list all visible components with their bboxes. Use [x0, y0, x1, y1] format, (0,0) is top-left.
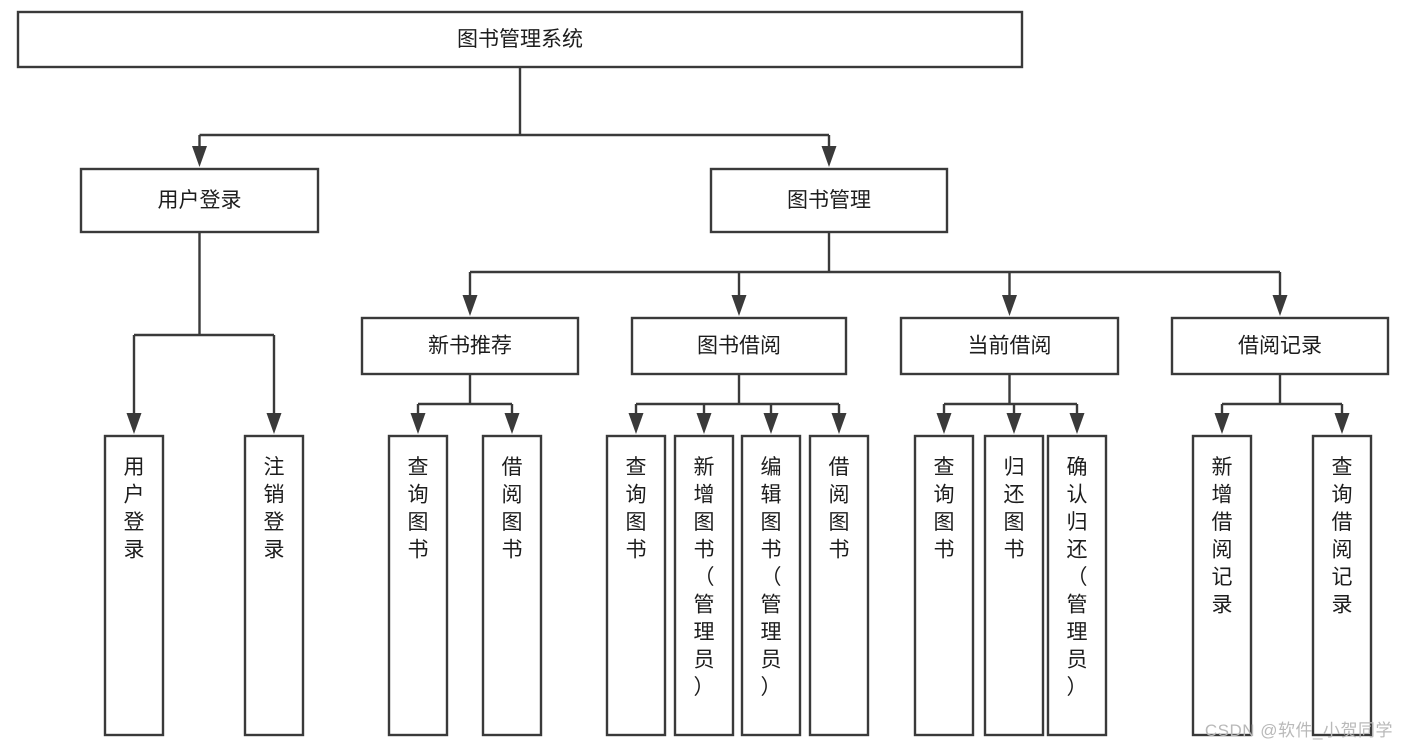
node-leaf-query-book-current[interactable]: 查询图书 [913, 434, 975, 737]
node-box-leaf-query-book-borrow [605, 434, 667, 737]
node-label-leaf-borrow-book: 借阅图书 [829, 456, 850, 562]
arrow-head-icon [763, 413, 779, 434]
node-label-leaf-logout: 注销登录 [264, 456, 285, 562]
node-label-leaf-edit-book: 编辑图书（管理员） [761, 456, 782, 699]
arrow-head-icon [266, 413, 282, 434]
node-label-leaf-add-book: 新增图书（管理员） [694, 456, 715, 699]
node-leaf-return-book[interactable]: 归还图书 [983, 434, 1045, 737]
arrow-head-icon [696, 413, 712, 434]
arrow-head-icon [126, 413, 142, 434]
node-leaf-borrow-book[interactable]: 借阅图书 [808, 434, 870, 737]
node-label-leaf-query-book-recommend: 查询图书 [408, 456, 429, 562]
node-box-leaf-add-borrow-record [1191, 434, 1253, 737]
node-label-borrow-record: 借阅记录 [1238, 335, 1322, 358]
node-label-leaf-borrow-book-recommend: 借阅图书 [502, 456, 523, 562]
node-box-leaf-confirm-return [1046, 434, 1108, 737]
node-leaf-confirm-return[interactable]: 确认归还（管理员） [1046, 434, 1108, 737]
nodes-layer: 图书管理系统用户登录图书管理新书推荐图书借阅当前借阅借阅记录用户登录注销登录查询… [16, 10, 1390, 737]
node-box-leaf-edit-book [740, 434, 802, 737]
arrow-head-icon [1069, 413, 1085, 434]
arrow-head-icon [821, 146, 837, 167]
node-box-root [16, 10, 1024, 69]
node-box-leaf-query-borrow-record [1311, 434, 1373, 737]
edge-group-borrow-record [1214, 374, 1350, 434]
edge-group-root [192, 67, 837, 167]
node-leaf-borrow-book-recommend[interactable]: 借阅图书 [481, 434, 543, 737]
node-label-leaf-add-borrow-record: 新增借阅记录 [1212, 456, 1233, 617]
node-leaf-user-login[interactable]: 用户登录 [103, 434, 165, 737]
node-box-book-borrow [630, 316, 848, 376]
node-label-book-manage: 图书管理 [787, 189, 871, 212]
node-box-user-login [79, 167, 320, 234]
node-box-leaf-user-login [103, 434, 165, 737]
node-borrow-record[interactable]: 借阅记录 [1170, 316, 1390, 376]
arrow-head-icon [936, 413, 952, 434]
arrow-head-icon [1272, 295, 1288, 316]
node-new-book-recommend[interactable]: 新书推荐 [360, 316, 580, 376]
node-box-new-book-recommend [360, 316, 580, 376]
node-box-borrow-record [1170, 316, 1390, 376]
node-root[interactable]: 图书管理系统 [16, 10, 1024, 69]
arrow-head-icon [504, 413, 520, 434]
node-box-leaf-logout [243, 434, 305, 737]
node-label-leaf-user-login: 用户登录 [124, 456, 145, 562]
arrow-head-icon [1006, 413, 1022, 434]
node-box-leaf-borrow-book [808, 434, 870, 737]
edge-group-new-book-recommend [410, 374, 520, 434]
node-label-user-login: 用户登录 [158, 189, 242, 212]
edges-layer [126, 67, 1350, 434]
arrow-head-icon [462, 295, 478, 316]
node-leaf-logout[interactable]: 注销登录 [243, 434, 305, 737]
arrow-head-icon [1002, 295, 1017, 316]
node-leaf-add-book[interactable]: 新增图书（管理员） [673, 434, 735, 737]
node-box-current-borrow [899, 316, 1120, 376]
edge-group-book-borrow [628, 374, 847, 434]
node-label-current-borrow: 当前借阅 [968, 335, 1052, 358]
edge-group-user-login [126, 232, 282, 434]
node-label-new-book-recommend: 新书推荐 [428, 335, 512, 358]
arrow-head-icon [628, 413, 644, 434]
edge-group-current-borrow [936, 374, 1085, 434]
node-current-borrow[interactable]: 当前借阅 [899, 316, 1120, 376]
node-leaf-query-borrow-record[interactable]: 查询借阅记录 [1311, 434, 1373, 737]
arrow-head-icon [410, 413, 426, 434]
node-box-leaf-return-book [983, 434, 1045, 737]
node-box-leaf-borrow-book-recommend [481, 434, 543, 737]
arrow-head-icon [1334, 413, 1350, 434]
arrow-head-icon [192, 146, 207, 167]
node-user-login[interactable]: 用户登录 [79, 167, 320, 234]
node-label-leaf-query-book-borrow: 查询图书 [626, 456, 647, 562]
edge-group-book-manage [462, 232, 1288, 316]
arrow-head-icon [731, 295, 747, 316]
node-leaf-query-book-recommend[interactable]: 查询图书 [387, 434, 449, 737]
watermark-label: CSDN @软件_小贺同学 [1204, 721, 1393, 740]
node-box-leaf-query-book-current [913, 434, 975, 737]
node-book-manage[interactable]: 图书管理 [709, 167, 949, 234]
arrow-head-icon [1214, 413, 1230, 434]
node-leaf-add-borrow-record[interactable]: 新增借阅记录 [1191, 434, 1253, 737]
node-leaf-query-book-borrow[interactable]: 查询图书 [605, 434, 667, 737]
node-book-borrow[interactable]: 图书借阅 [630, 316, 848, 376]
node-label-root: 图书管理系统 [457, 28, 583, 51]
node-label-leaf-query-book-current: 查询图书 [934, 456, 955, 562]
node-box-leaf-query-book-recommend [387, 434, 449, 737]
node-label-leaf-query-borrow-record: 查询借阅记录 [1332, 456, 1353, 617]
arrow-head-icon [831, 413, 847, 434]
node-label-book-borrow: 图书借阅 [697, 335, 781, 358]
node-box-leaf-add-book [673, 434, 735, 737]
node-label-leaf-confirm-return: 确认归还（管理员） [1067, 456, 1088, 699]
node-label-leaf-return-book: 归还图书 [1004, 456, 1025, 562]
node-box-book-manage [709, 167, 949, 234]
node-leaf-edit-book[interactable]: 编辑图书（管理员） [740, 434, 802, 737]
